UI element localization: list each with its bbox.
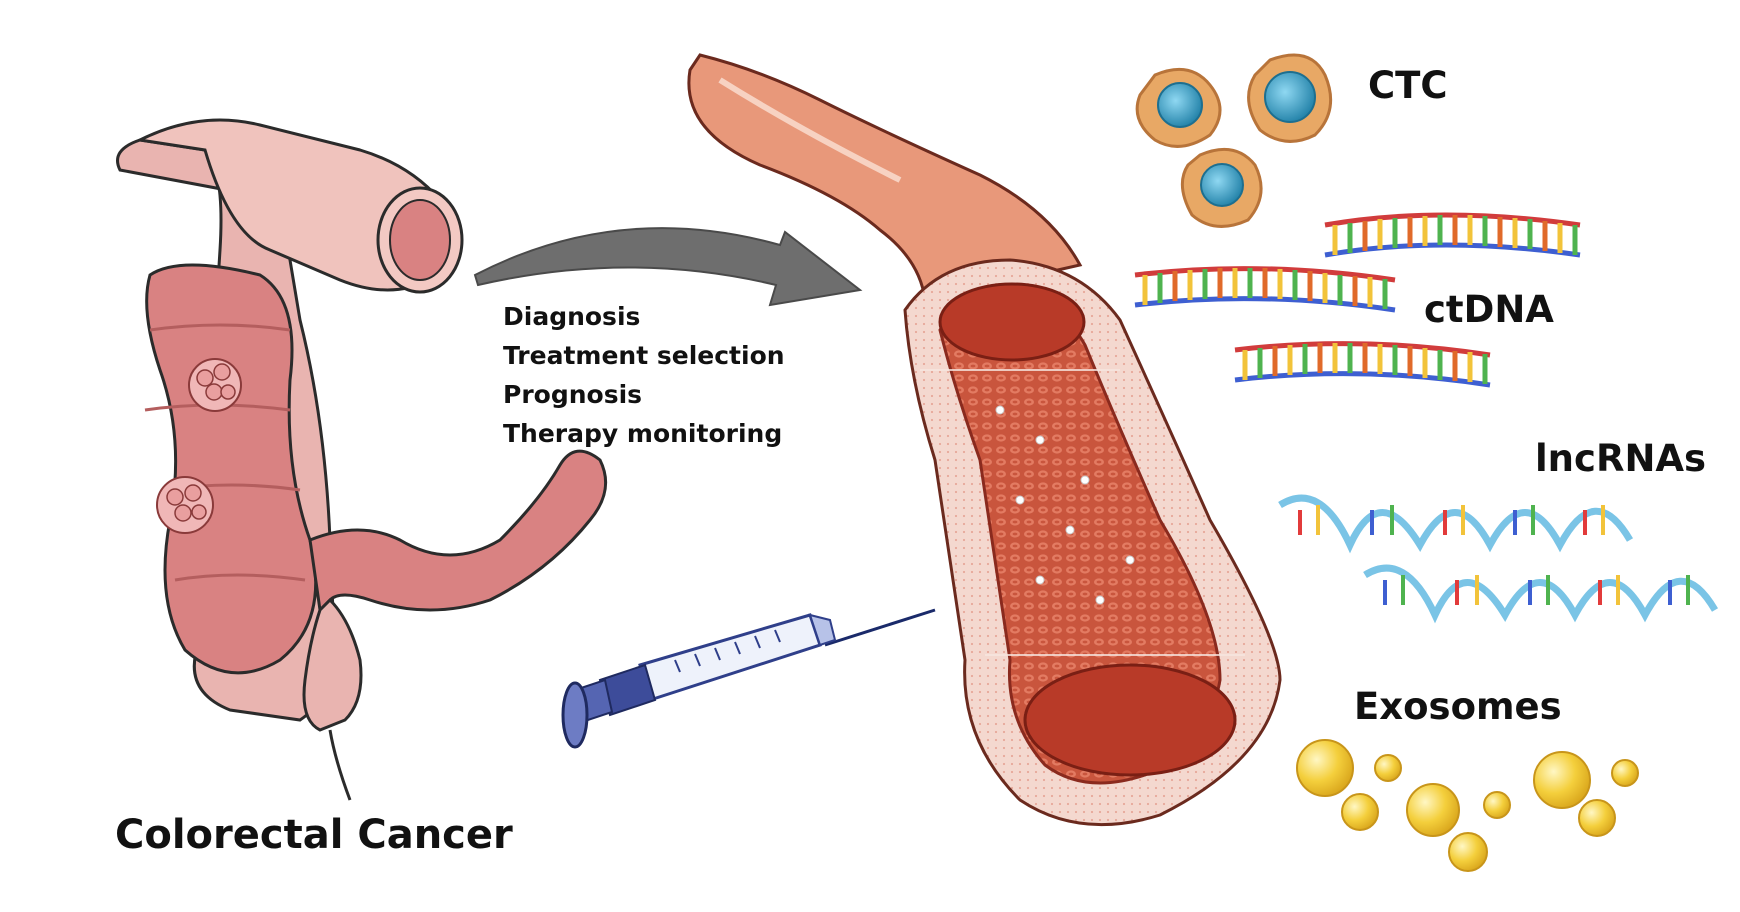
blood-vessel — [687, 53, 1282, 827]
ctc-cell — [1180, 147, 1263, 228]
white-blood-cells — [995, 405, 1135, 605]
ctc-label: CTC — [1368, 64, 1448, 107]
tumor — [156, 476, 214, 534]
dna-strand — [1134, 266, 1396, 313]
exosomes-label: Exosomes — [1354, 685, 1562, 728]
rectum — [302, 597, 363, 732]
use-diagnosis: Diagnosis — [503, 302, 641, 331]
lncrnas-label: lncRNAs — [1535, 437, 1707, 480]
dna-strand — [1324, 212, 1581, 258]
tumor — [188, 358, 242, 412]
ctc-cell — [1247, 53, 1333, 143]
colon-lumen — [145, 263, 318, 675]
rna-helix — [1278, 494, 1634, 554]
exosome — [1533, 751, 1591, 809]
colorectal-cancer-label: Colorectal Cancer — [115, 812, 513, 858]
vessel-tail — [687, 53, 1083, 302]
exosomes — [1296, 739, 1639, 872]
exosome — [1483, 791, 1511, 819]
clinical-uses-list: Diagnosis Treatment selection Prognosis … — [503, 297, 785, 453]
use-prognosis: Prognosis — [503, 380, 643, 409]
flow-arrow — [473, 227, 863, 307]
exosome — [1296, 739, 1354, 797]
ctdna-label: ctDNA — [1424, 288, 1554, 331]
ctc-cell — [1135, 67, 1222, 148]
exosome — [1611, 759, 1639, 787]
lncrna-strands — [1278, 494, 1719, 624]
sigmoid-colon — [308, 449, 608, 614]
exosome — [1448, 832, 1488, 872]
use-treatment-selection: Treatment selection — [503, 341, 785, 370]
exosome — [1406, 783, 1460, 837]
exosome — [1374, 754, 1402, 782]
colon-illustration — [116, 118, 608, 801]
ctdna-strands — [1134, 212, 1581, 388]
exosome — [1578, 799, 1616, 837]
rna-helix — [1363, 564, 1719, 624]
dna-strand — [1234, 341, 1491, 388]
ctc-cells — [1135, 53, 1333, 228]
exosome — [1341, 793, 1379, 831]
use-therapy-monitoring: Therapy monitoring — [503, 419, 783, 448]
syringe-icon — [561, 608, 936, 749]
